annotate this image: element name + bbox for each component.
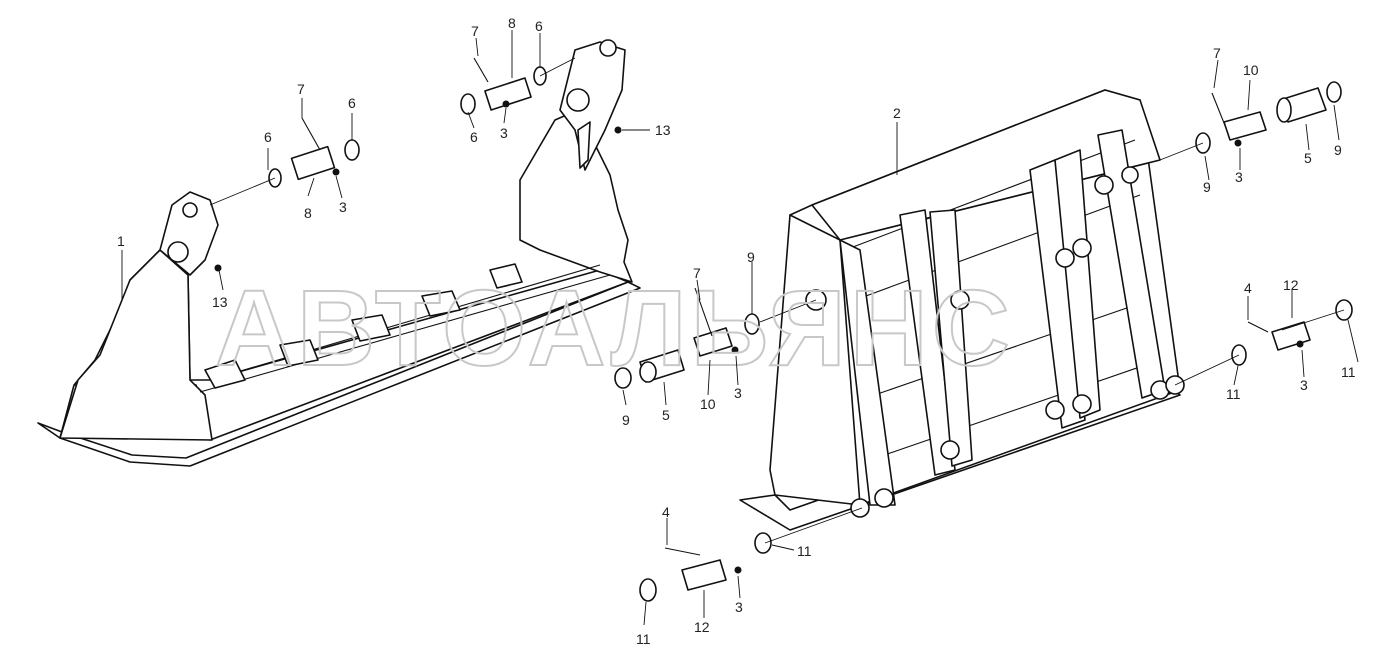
callout-3: 3: [1235, 169, 1243, 185]
callout-10: 10: [1243, 62, 1259, 78]
callout-6: 6: [470, 129, 478, 145]
callout-12: 12: [694, 619, 710, 635]
callout-7: 7: [1213, 45, 1221, 61]
callout-9: 9: [1203, 179, 1211, 195]
callout-3: 3: [1300, 377, 1308, 393]
callout-6: 6: [348, 95, 356, 111]
bucket-left: [37, 39, 641, 467]
callout-9: 9: [1334, 142, 1342, 158]
callout-4: 4: [1244, 280, 1252, 296]
callout-6: 6: [264, 129, 272, 145]
callout-1: 1: [117, 233, 125, 249]
callout-11: 11: [1226, 386, 1241, 402]
callout-3: 3: [735, 599, 743, 615]
callout-4: 4: [662, 504, 670, 520]
callout-11: 11: [1341, 364, 1356, 380]
callout-5: 5: [662, 407, 670, 423]
bucket-right: [739, 89, 1185, 531]
callout-11: 11: [636, 631, 651, 647]
callout-3: 3: [339, 199, 347, 215]
callouts: 1 2 7 6 6 8 3 13 7 8 6 6 3 13 7 9 9 5 10…: [117, 15, 1359, 647]
callout-9: 9: [747, 249, 755, 265]
callout-3: 3: [500, 125, 508, 141]
callout-6: 6: [535, 18, 543, 34]
callout-12: 12: [1283, 277, 1299, 293]
callout-7: 7: [693, 265, 701, 281]
callout-7: 7: [471, 23, 479, 39]
callout-2: 2: [893, 105, 901, 121]
callout-13: 13: [212, 294, 228, 310]
watermark-text: АВТОАЛЬЯНС: [215, 267, 1014, 388]
callout-10: 10: [700, 396, 716, 412]
callout-13: 13: [655, 122, 671, 138]
loose-parts: [209, 57, 1353, 602]
callout-3: 3: [734, 385, 742, 401]
callout-11: 11: [797, 543, 812, 559]
callout-9: 9: [622, 412, 630, 428]
callout-8: 8: [304, 205, 312, 221]
callout-8: 8: [508, 15, 516, 31]
callout-7: 7: [297, 81, 305, 97]
callout-5: 5: [1304, 150, 1312, 166]
